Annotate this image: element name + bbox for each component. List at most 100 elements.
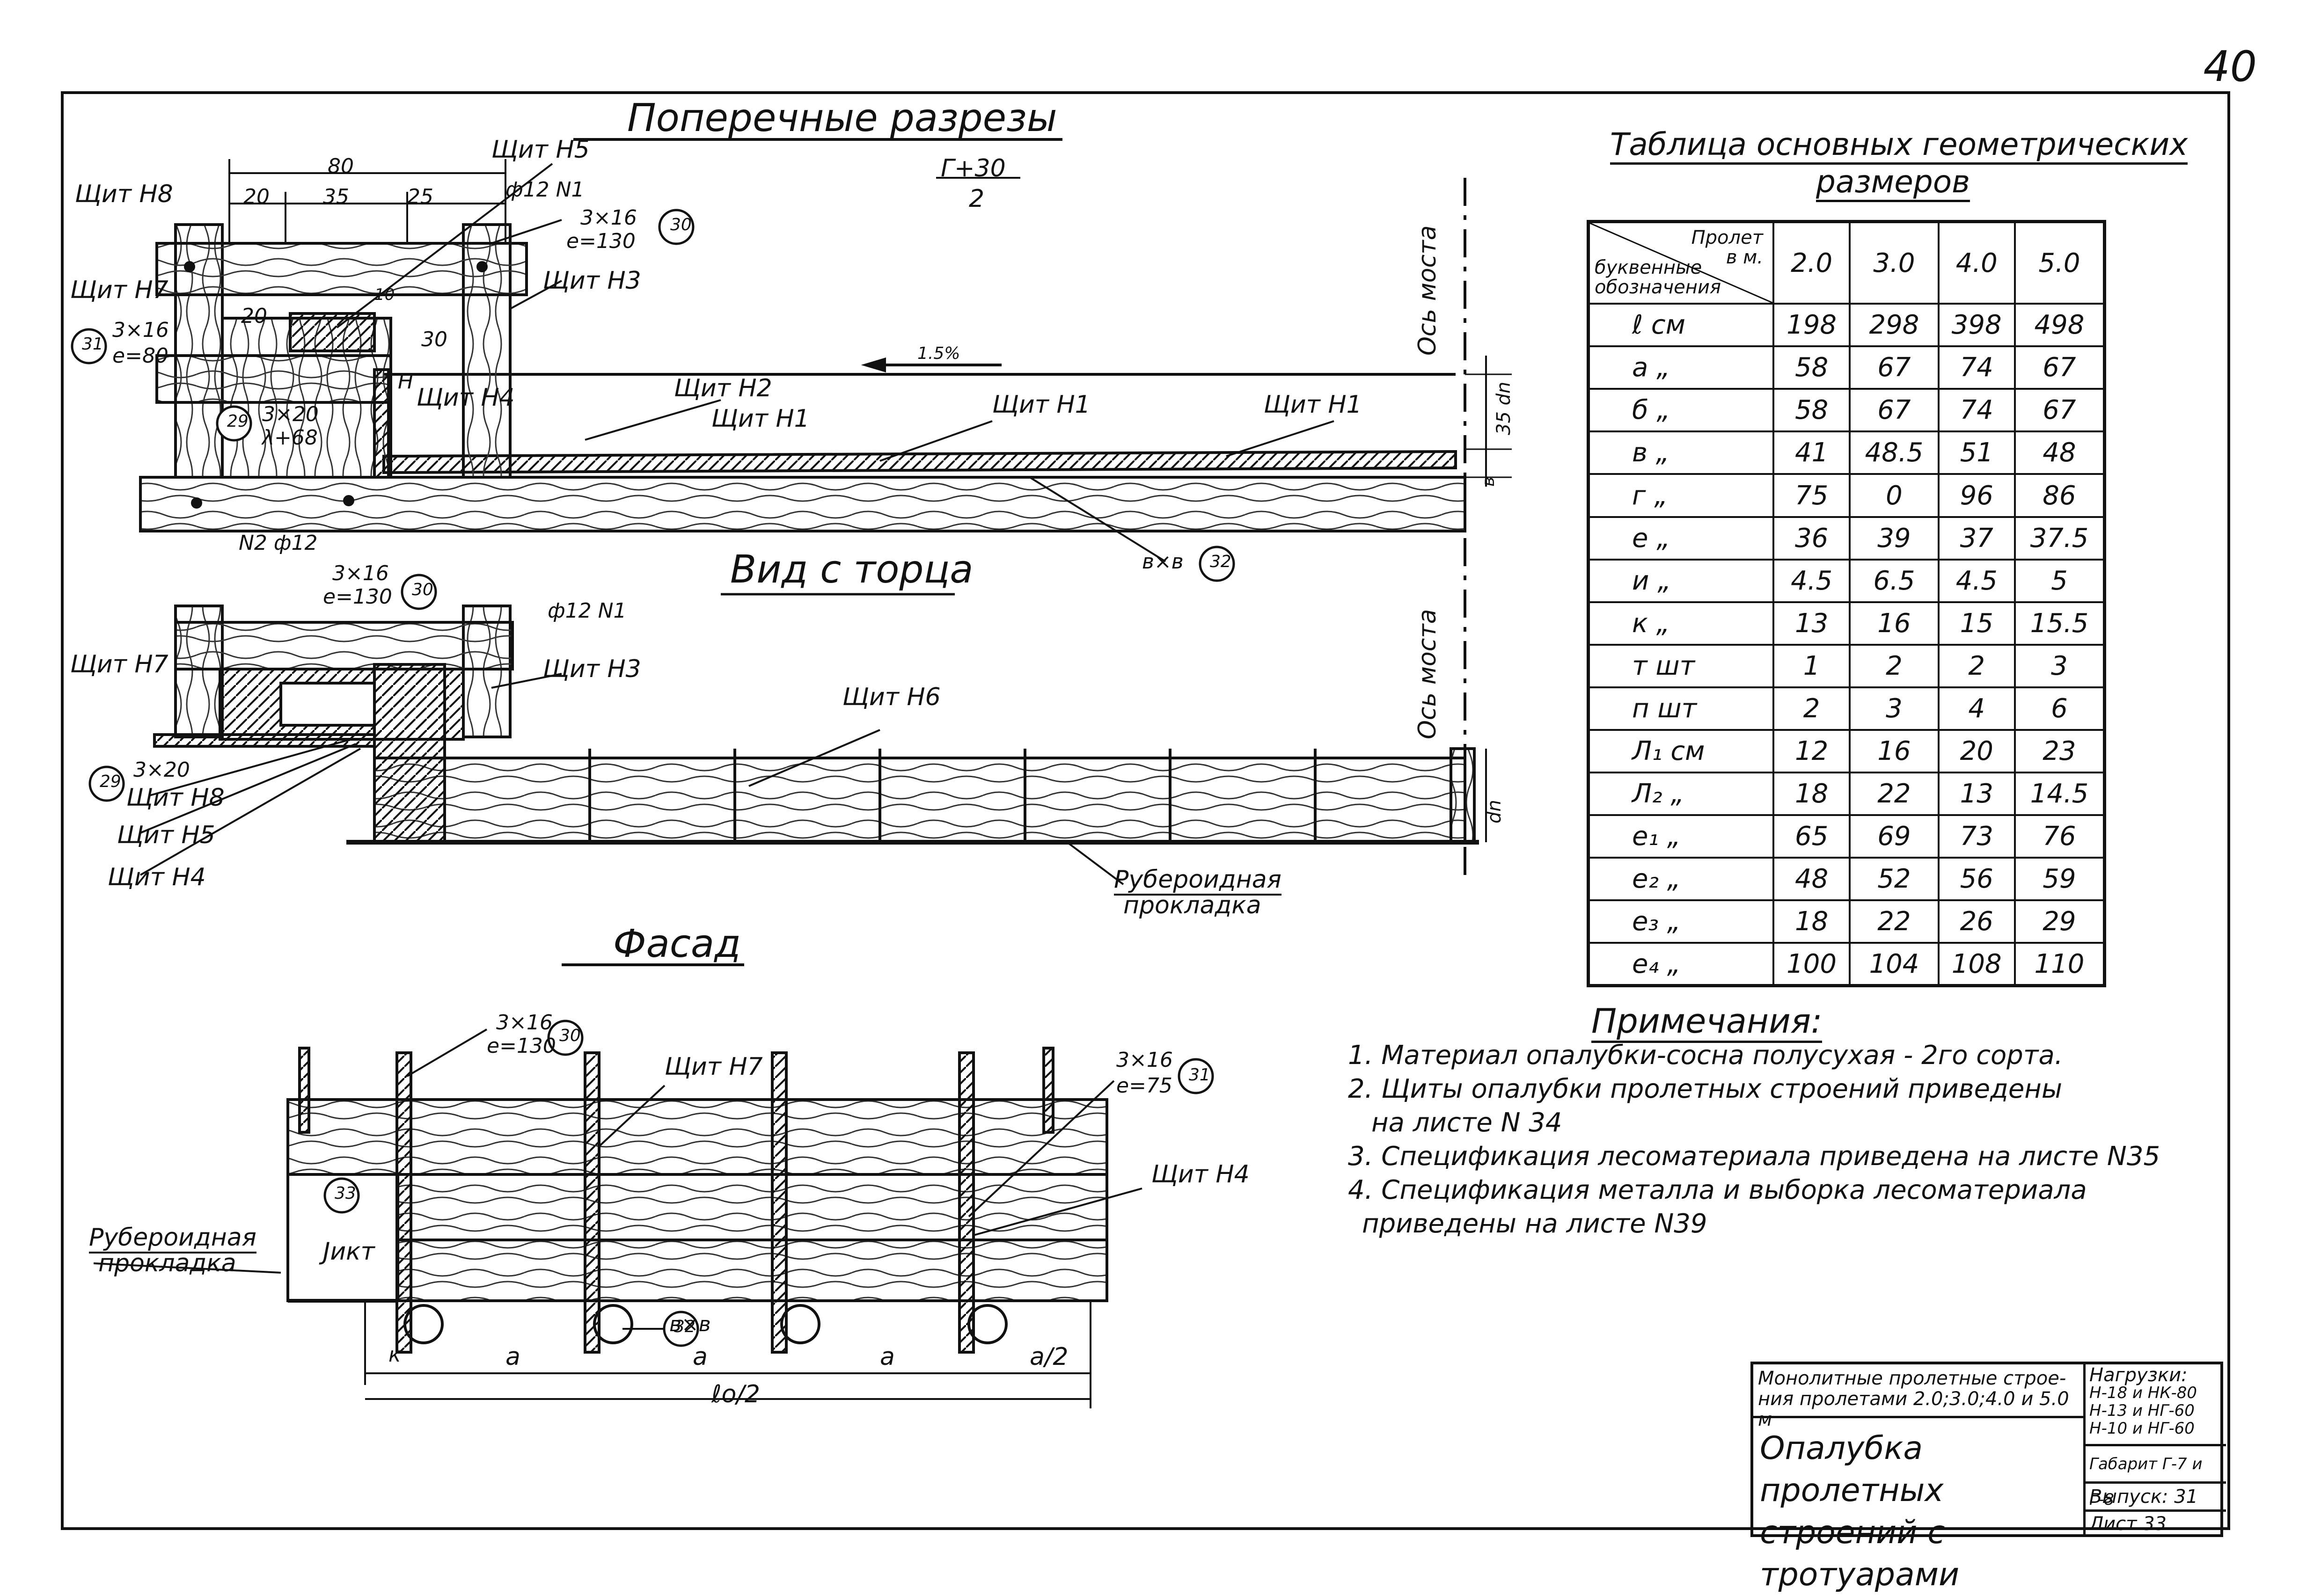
cs-dim-v: в <box>1479 476 1498 487</box>
ev-bolt-30-len: е=130 <box>323 585 392 609</box>
fa-shield-n4: Щит Н4 <box>1151 1160 1250 1188</box>
corner-sym-label: буквенные обозначения <box>1595 257 1721 299</box>
table-cell: 4.5 <box>1937 558 2016 603</box>
cs-dim-20v: 20 <box>241 304 267 328</box>
row-symbol: ℓ см <box>1587 303 1774 348</box>
stamp-loads-1: Н-18 и НК-80 <box>2089 1384 2197 1402</box>
fa-dim-l: ℓо/2 <box>711 1380 760 1408</box>
row-symbol: в „ <box>1587 430 1774 475</box>
table-cell: 15.5 <box>2013 601 2106 646</box>
cs-bolt-31-len: е=80 <box>112 344 168 368</box>
drawing-frame <box>61 91 2230 1530</box>
table-cell: 23 <box>2013 729 2106 774</box>
stamp-main-title: Опалубка пролетных строений с тротуарами <box>1760 1428 2083 1596</box>
facade-bot-beam <box>396 1239 1108 1302</box>
span-header: 3.0 <box>1849 220 1940 305</box>
table-cell: 104 <box>1849 942 1940 987</box>
row-symbol: и „ <box>1587 558 1774 603</box>
title-block-left: Монолитные пролетные строе- ния пролетам… <box>1753 1364 2086 1593</box>
row-symbol: е₁ „ <box>1587 814 1774 859</box>
row-symbol: б „ <box>1587 388 1774 433</box>
cs-dim-25: 25 <box>407 185 433 209</box>
cs-bolt-29-len: λ+68 <box>262 426 318 450</box>
span-header: 5.0 <box>2013 220 2106 305</box>
table-cell: 58 <box>1772 388 1851 433</box>
table-cell: 3 <box>2013 643 2106 688</box>
cs-bolt-30: 3×16 <box>580 206 637 230</box>
fa-pikt: Jикт <box>323 1238 375 1266</box>
span-header: 2.0 <box>1772 220 1851 305</box>
table-cell: 22 <box>1849 899 1940 944</box>
scale-note-bottom: 2 <box>969 185 985 213</box>
table-cell: 37.5 <box>2013 516 2106 561</box>
fa-dim-a3: а <box>880 1343 895 1371</box>
fa-dim-a4: а/2 <box>1030 1343 1069 1371</box>
stamp-loads-2: Н-13 и НГ-60 <box>2089 1401 2195 1420</box>
stamp-vypusk: Выпуск: 31 <box>2086 1484 2226 1512</box>
table-cell: 20 <box>1937 729 2016 774</box>
cs-slope: 1.5% <box>917 344 960 363</box>
table-cell: 5 <box>2013 558 2106 603</box>
ev-deck <box>373 757 1466 844</box>
table-cell: 2 <box>1772 686 1851 731</box>
table-cell: 26 <box>1937 899 2016 944</box>
fa-ruberoid: Рубероидная <box>89 1224 256 1253</box>
table-cell: 4 <box>1937 686 2016 731</box>
row-symbol: г „ <box>1587 473 1774 518</box>
table-cell: 4.5 <box>1772 558 1851 603</box>
note-line: на листе N 34 <box>1371 1108 1562 1138</box>
row-symbol: е₃ „ <box>1587 899 1774 944</box>
cs-bolt-30-len: е=130 <box>566 229 636 253</box>
cs-circle-31: 31 <box>82 335 103 354</box>
kerb-block <box>289 312 376 352</box>
cs-dim-35dn: 35 dn <box>1493 381 1515 435</box>
title-block: Монолитные пролетные строе- ния пролетам… <box>1750 1362 2226 1593</box>
table-cell: 398 <box>1937 303 2016 348</box>
table-cell: 59 <box>2013 857 2106 902</box>
table-cell: 13 <box>1772 601 1851 646</box>
fa-dim-k: к <box>388 1343 401 1367</box>
ev-circle-29: 29 <box>100 772 121 791</box>
cs-label-shield-n5: Щит Н5 <box>491 136 590 164</box>
ev-shield-n7: Щит Н7 <box>70 650 168 678</box>
stamp-loads-3: Н-10 и НГ-60 <box>2089 1419 2195 1438</box>
row-symbol: Л₁ см <box>1587 729 1774 774</box>
table-cell: 100 <box>1772 942 1851 987</box>
table-title-line1: Таблица основных геометрических <box>1610 126 2188 165</box>
callout-circles <box>71 209 1235 1347</box>
page-number: 40 <box>2203 42 2257 91</box>
table-cell: 96 <box>1937 473 2016 518</box>
ev-axis-bridge: Ось мостa <box>1413 609 1442 739</box>
row-symbol: т шт <box>1587 643 1774 688</box>
longitudinal-beam <box>139 476 1466 532</box>
table-cell: 22 <box>1849 772 1940 816</box>
span-header: 4.0 <box>1937 220 2016 305</box>
table-cell: 498 <box>2013 303 2106 348</box>
table-cell: 56 <box>1937 857 2016 902</box>
stamp-main1: Опалубка пролетных <box>1760 1430 1944 1509</box>
cs-dim-10: 10 <box>374 285 395 304</box>
fa-circle-31: 31 <box>1189 1065 1210 1085</box>
cs-circle-30: 30 <box>670 215 692 234</box>
table-cell: 74 <box>1937 388 2016 433</box>
ev-rebar-n1: ф12 N1 <box>548 599 627 623</box>
row-symbol: е₄ „ <box>1587 942 1774 987</box>
table-corner-cell: Пролет в м. буквенные обозначения <box>1587 220 1774 305</box>
table-cell: 18 <box>1772 899 1851 944</box>
ev-shield-n8: Щит Н8 <box>126 784 225 812</box>
table-cell: 29 <box>2013 899 2106 944</box>
fa-dim-a2: а <box>693 1343 708 1371</box>
table-cell: 75 <box>1772 473 1851 518</box>
table-cell: 6 <box>2013 686 2106 731</box>
end-view-title: Вид с торца <box>730 547 974 592</box>
fa-circle-30: 30 <box>559 1026 581 1045</box>
stamp-subtitle: Монолитные пролетные строе- ния пролетам… <box>1758 1368 2083 1430</box>
